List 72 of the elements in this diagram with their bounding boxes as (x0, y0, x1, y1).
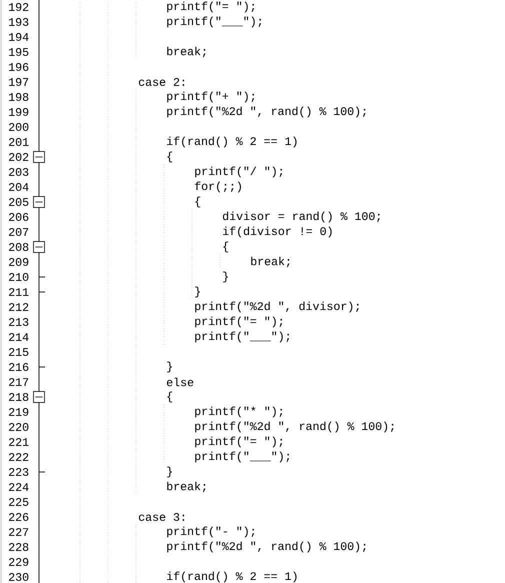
line-number: 215 (9, 348, 28, 356)
code-line: printf("%2d ", divisor); (195, 302, 359, 312)
code-line: divisor = rand() % 100; (222, 212, 380, 222)
code-line: break; (251, 256, 290, 268)
code-line: printf("* "); (195, 406, 282, 418)
code-line: printf("= "); (167, 2, 254, 12)
line-number: 198 (9, 93, 28, 101)
line-number: 211 (9, 288, 29, 296)
line-number: 224 (9, 483, 28, 491)
code-line: printf("___"); (195, 332, 290, 342)
line-number: 226 (9, 513, 28, 521)
code-line: printf("___"); (167, 16, 262, 28)
line-number: 192 (9, 3, 28, 11)
code-line: printf("___"); (195, 452, 290, 462)
line-number: 218 (9, 393, 28, 401)
line-number: 220 (9, 423, 28, 431)
line-number: 221 (9, 438, 29, 446)
line-number: 228 (9, 543, 28, 551)
line-number: 223 (9, 468, 28, 476)
code-line: } (195, 286, 200, 298)
line-number: 202 (9, 153, 28, 161)
code-line: break; (167, 482, 206, 492)
line-number: 195 (9, 48, 28, 56)
line-number: 230 (9, 573, 28, 581)
line-number: 194 (9, 33, 28, 41)
code-line: { (195, 196, 200, 208)
line-number: 200 (9, 123, 28, 131)
code-line: { (167, 392, 172, 402)
line-number: 203 (9, 168, 28, 176)
line-number: 225 (9, 498, 28, 506)
line-number: 207 (9, 228, 28, 236)
line-number: 212 (9, 303, 28, 311)
line-number: 193 (9, 18, 28, 26)
code-line: printf("= "); (195, 436, 282, 448)
code-line: printf("%2d ", rand() % 100); (167, 106, 366, 118)
line-number: 199 (9, 108, 28, 116)
code-line: if(rand() % 2 == 1) (167, 136, 296, 148)
line-number: 214 (9, 333, 28, 341)
line-number: 206 (9, 213, 28, 221)
code-line: case 3: (138, 513, 184, 521)
line-number: 219 (9, 408, 28, 416)
code-line: break; (167, 46, 206, 58)
line-number: 227 (9, 528, 28, 536)
code-line: case 2: (138, 78, 184, 86)
line-number: 213 (9, 318, 28, 326)
line-number: 196 (9, 63, 28, 71)
code-line: printf("%2d ", rand() % 100); (167, 542, 366, 552)
line-number: 217 (9, 378, 28, 386)
code-line: { (223, 242, 228, 252)
line-number: 210 (9, 273, 28, 281)
line-number: 197 (9, 78, 28, 86)
code-line: for(;;) (194, 182, 241, 192)
code-line: if(rand() % 2 == 1) (167, 572, 296, 582)
code-line: { (167, 152, 172, 162)
code-line: } (223, 272, 228, 282)
code-line: } (167, 362, 172, 372)
code-line: printf("%2d ", rand() % 100); (195, 422, 394, 432)
line-number: 229 (9, 558, 28, 566)
code-line: printf("- "); (167, 526, 254, 538)
line-number: 204 (9, 183, 28, 191)
line-number: 205 (9, 198, 28, 206)
line-number: 208 (9, 243, 28, 251)
code-line: else (166, 378, 194, 386)
code-line: printf("+ "); (167, 92, 254, 102)
line-number: 222 (9, 453, 28, 461)
code-line: printf("/ "); (195, 166, 282, 178)
code-line: if(divisor != 0) (223, 226, 332, 238)
line-number: 216 (9, 363, 28, 371)
code-line: printf("= "); (195, 316, 282, 328)
line-number: 201 (9, 138, 29, 146)
line-number: 209 (9, 258, 28, 266)
code-line: } (167, 466, 172, 478)
